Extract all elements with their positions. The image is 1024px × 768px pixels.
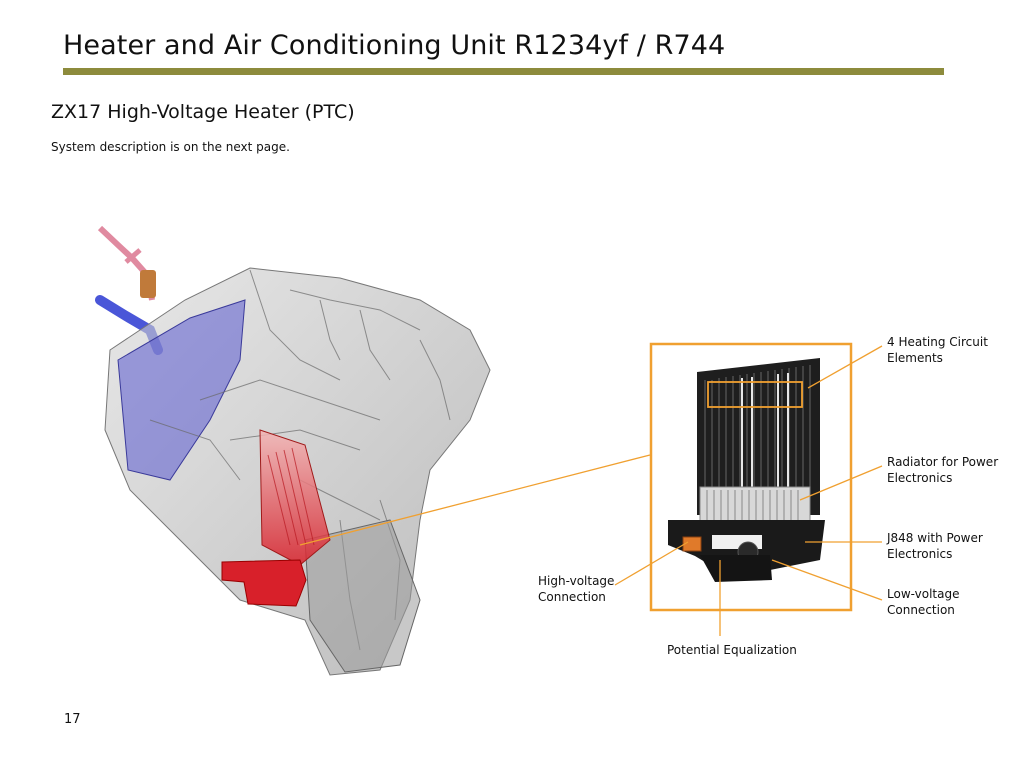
ptc-heater-photo xyxy=(668,358,825,582)
callout-low-voltage: Low-voltage Connection xyxy=(887,587,960,617)
callout-leaders xyxy=(614,345,883,636)
section-heading: ZX17 High-Voltage Heater (PTC) xyxy=(51,101,355,123)
hvac-unit-illustration xyxy=(95,225,491,676)
callout-potential-equalization: Potential Equalization xyxy=(667,643,797,657)
callout-radiator: Radiator for Power Electronics xyxy=(887,455,999,485)
leader-line-heater xyxy=(299,454,651,546)
title-divider xyxy=(63,68,944,75)
callout-j848: J848 with Power Electronics xyxy=(887,531,983,561)
page-title: Heater and Air Conditioning Unit R1234yf… xyxy=(63,30,726,61)
page-number: 17 xyxy=(64,712,81,727)
description-text: System description is on the next page. xyxy=(51,140,290,154)
inset-frame xyxy=(649,342,853,612)
callout-heating-circuit: 4 Heating Circuit Elements xyxy=(887,335,988,365)
callout-high-voltage: High-voltage Connection xyxy=(538,574,615,604)
